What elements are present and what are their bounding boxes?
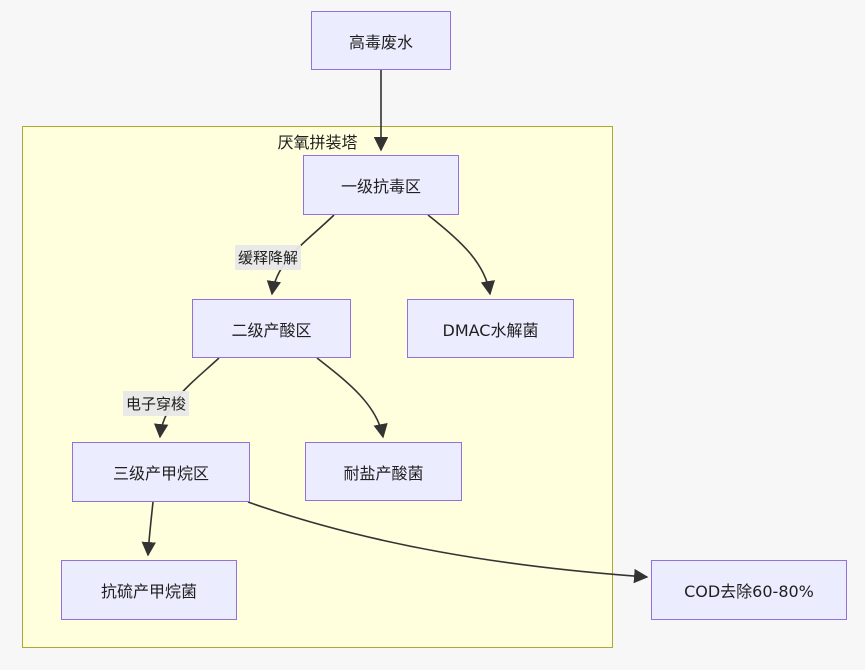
edge-zone1-to-dmac: [427, 214, 496, 296]
node-dmac-hydrolysis-bacteria: DMAC水解菌: [407, 299, 574, 358]
node-level2-acidogenic-zone: 二级产酸区: [192, 299, 351, 358]
node-cod-removal: COD去除60-80%: [651, 560, 847, 620]
node-level1-antitoxic-zone: 一级抗毒区: [303, 155, 459, 215]
node-sulfur-resistant-methanogens: 抗硫产甲烷菌: [61, 560, 237, 620]
edge-label-slow-release-degradation: 缓释降解: [235, 245, 302, 270]
subgraph-anaerobic-tower-label: 厌氧拼装塔: [277, 133, 358, 152]
edge-zone2-to-salt: [316, 357, 388, 439]
edge-label-electron-shuttle: 电子穿梭: [123, 391, 190, 416]
edge-zone3-to-sulfur: [141, 501, 156, 557]
edge-zone3-to-cod: [247, 501, 649, 584]
node-level3-methanogenic-zone: 三级产甲烷区: [72, 442, 250, 502]
node-salt-tolerant-acidogens: 耐盐产酸菌: [305, 442, 462, 501]
node-toxic-wastewater: 高毒废水: [311, 11, 451, 70]
